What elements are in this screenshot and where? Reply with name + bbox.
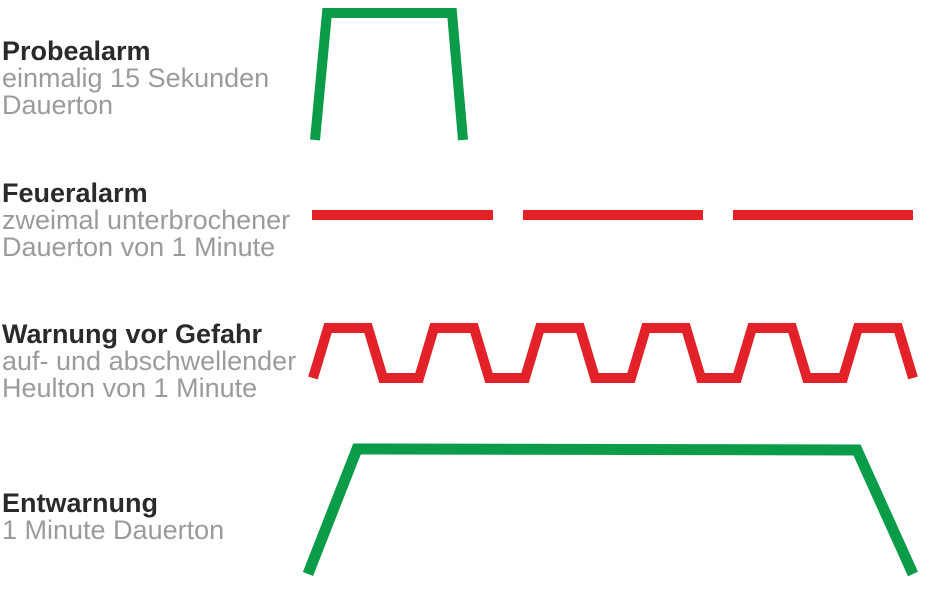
label-warnung-vor-gefahr: Warnung vor Gefahr auf- und abschwellend…: [2, 321, 302, 402]
signal-subtitle-line: Heulton von 1 Minute: [2, 373, 258, 403]
signal-title: Probealarm: [2, 36, 151, 66]
probealarm-signal: [310, 8, 468, 141]
signal-subtitle-line: Dauerton: [2, 90, 114, 120]
entwarnung-signal: [302, 443, 919, 577]
label-feueralarm: Feueralarm zweimal unterbrochener Dauert…: [2, 180, 302, 261]
signal-subtitle-line: Dauerton von 1 Minute: [2, 232, 276, 262]
signal-title: Warnung vor Gefahr: [2, 319, 263, 349]
signal-title: Feueralarm: [2, 178, 148, 208]
signal-subtitle-line: 1 Minute Dauerton: [2, 515, 225, 545]
label-entwarnung: Entwarnung 1 Minute Dauerton: [2, 490, 302, 544]
signal-subtitle-line: zweimal unterbrochener: [2, 205, 291, 235]
signal-title: Entwarnung: [2, 488, 158, 518]
signal-subtitle-line: einmalig 15 Sekunden: [2, 63, 270, 93]
signal-subtitle-line: auf- und abschwellender: [2, 346, 297, 376]
label-probealarm: Probealarm einmalig 15 Sekunden Dauerton: [2, 38, 302, 119]
warnung-signal: [308, 323, 918, 383]
